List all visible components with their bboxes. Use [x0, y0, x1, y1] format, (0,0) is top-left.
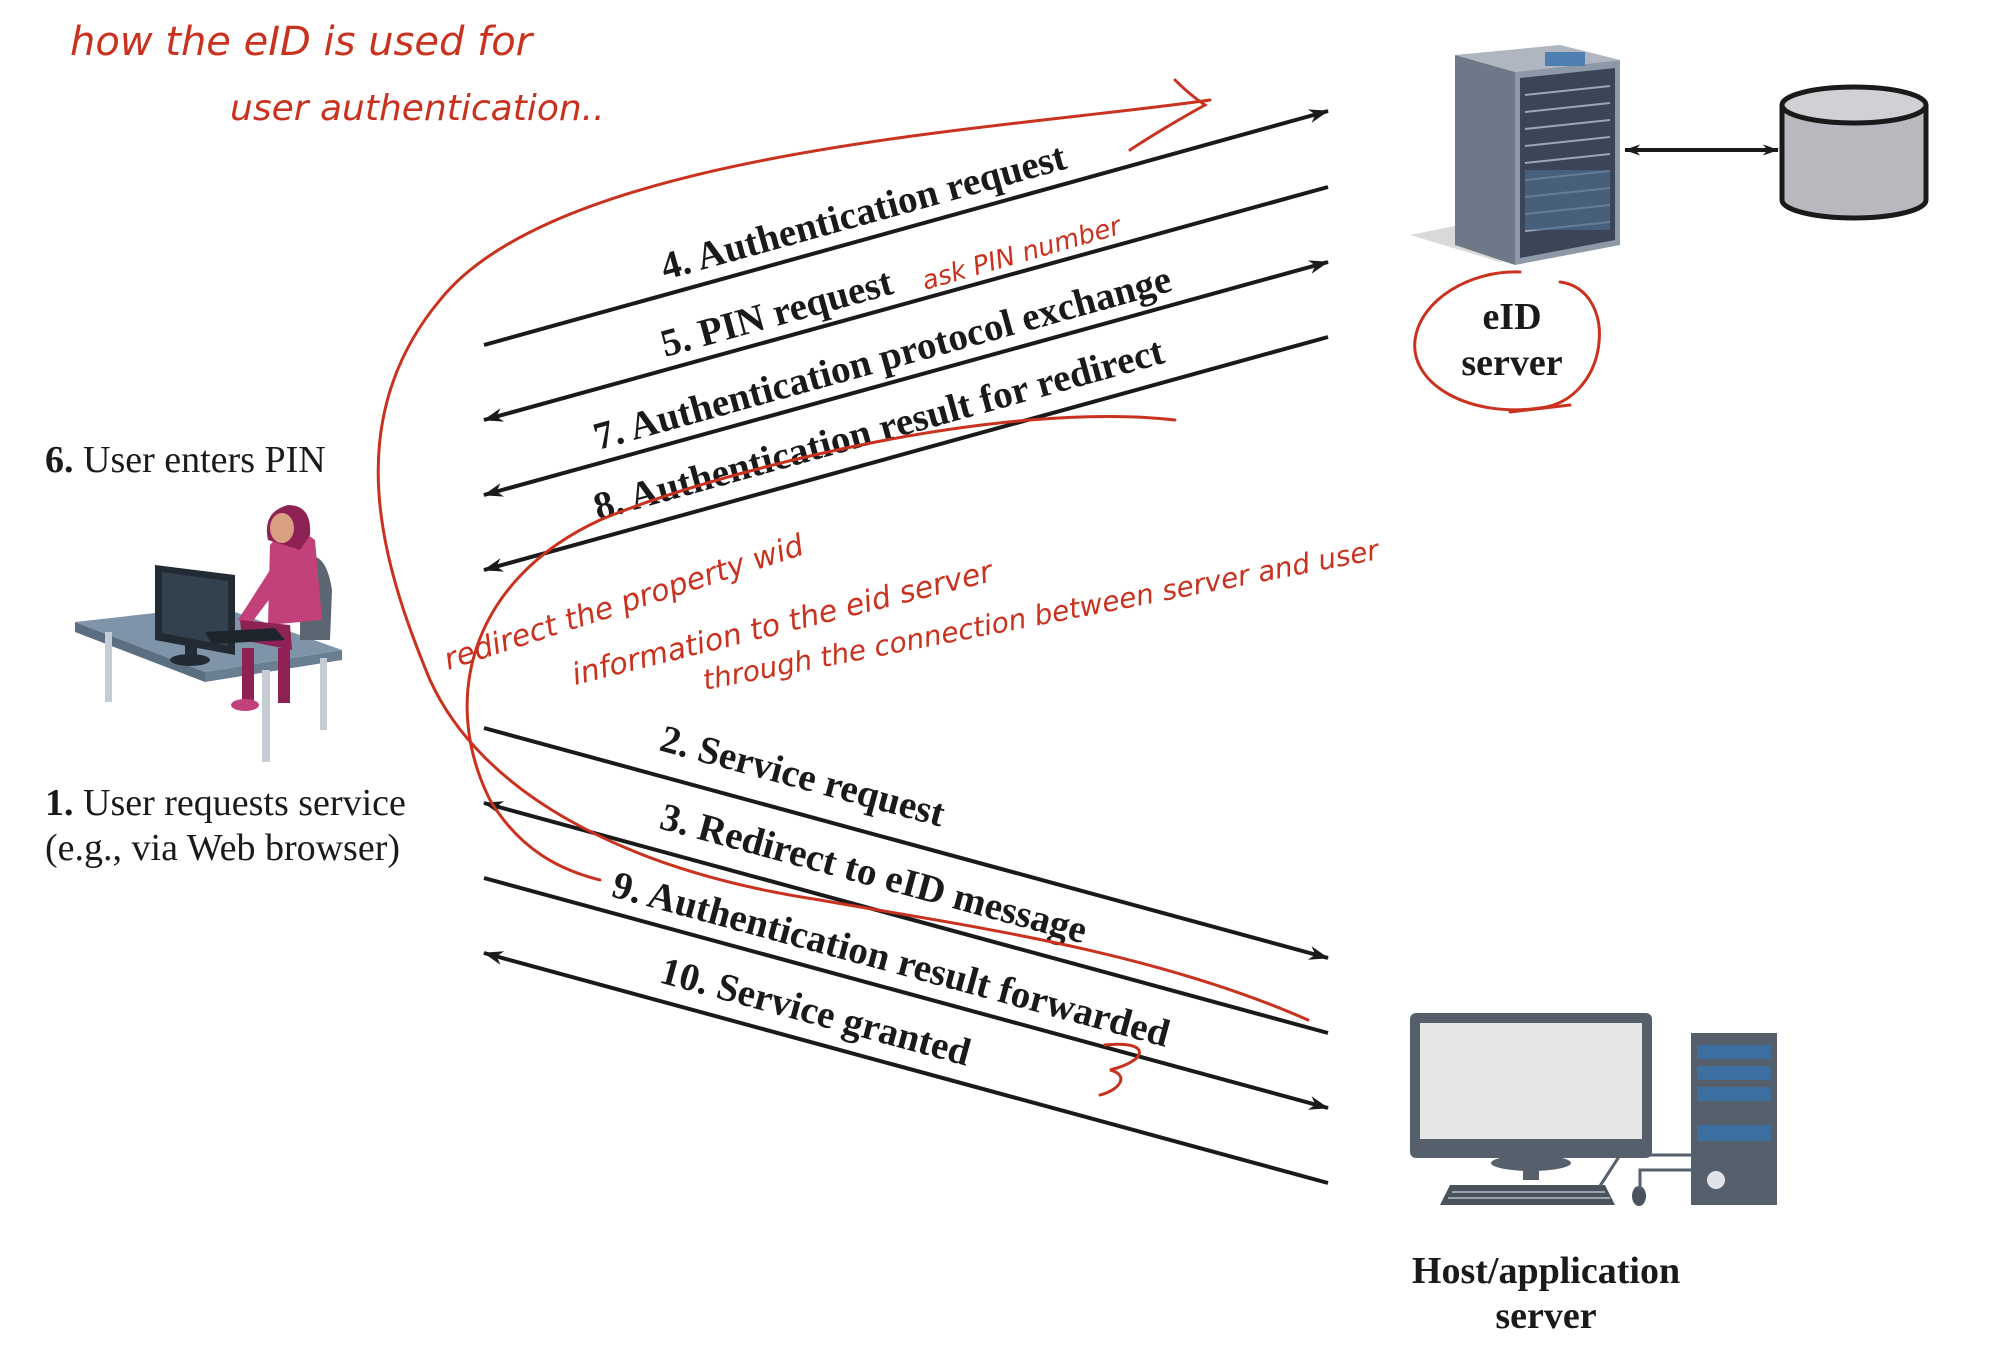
database-cylinder-icon [1779, 84, 1929, 221]
arrow-auth-result-redirect [483, 335, 1329, 572]
eid-server-label-2: server [1461, 342, 1562, 384]
handwritten-title-1: how the eID is used for [70, 19, 535, 65]
squiggle-stroke [1098, 1042, 1141, 1097]
user-at-desk-icon [75, 505, 342, 762]
handwritten-title-2: user authentication.. [230, 88, 605, 129]
eid-server-label-1: eID [1482, 296, 1541, 338]
big-loop-stroke [376, 78, 1310, 1022]
eid-server-rack-icon [1410, 45, 1620, 265]
arrow-authentication-request [483, 109, 1329, 347]
arrow-redirect-to-eid [483, 801, 1329, 1035]
desktop-computer-icon [1410, 1013, 1777, 1206]
step6-label: 6. User enters PIN [45, 439, 326, 481]
eid-circle-stroke [1413, 270, 1601, 414]
arrow-auth-result-forwarded [483, 876, 1329, 1110]
handwritten-annotations [376, 78, 1601, 1097]
host-server-label-1: Host/application [1412, 1250, 1680, 1292]
step1-sublabel: (e.g., via Web browser) [45, 827, 400, 869]
upper-swoop-stroke [465, 414, 1177, 882]
arrow-service-request [483, 726, 1329, 960]
arrow-service-granted [483, 951, 1329, 1185]
step1-label: 1. User requests service [45, 782, 406, 824]
arrow-auth-protocol-exchange [483, 260, 1329, 497]
host-server-label-2: server [1495, 1295, 1596, 1337]
